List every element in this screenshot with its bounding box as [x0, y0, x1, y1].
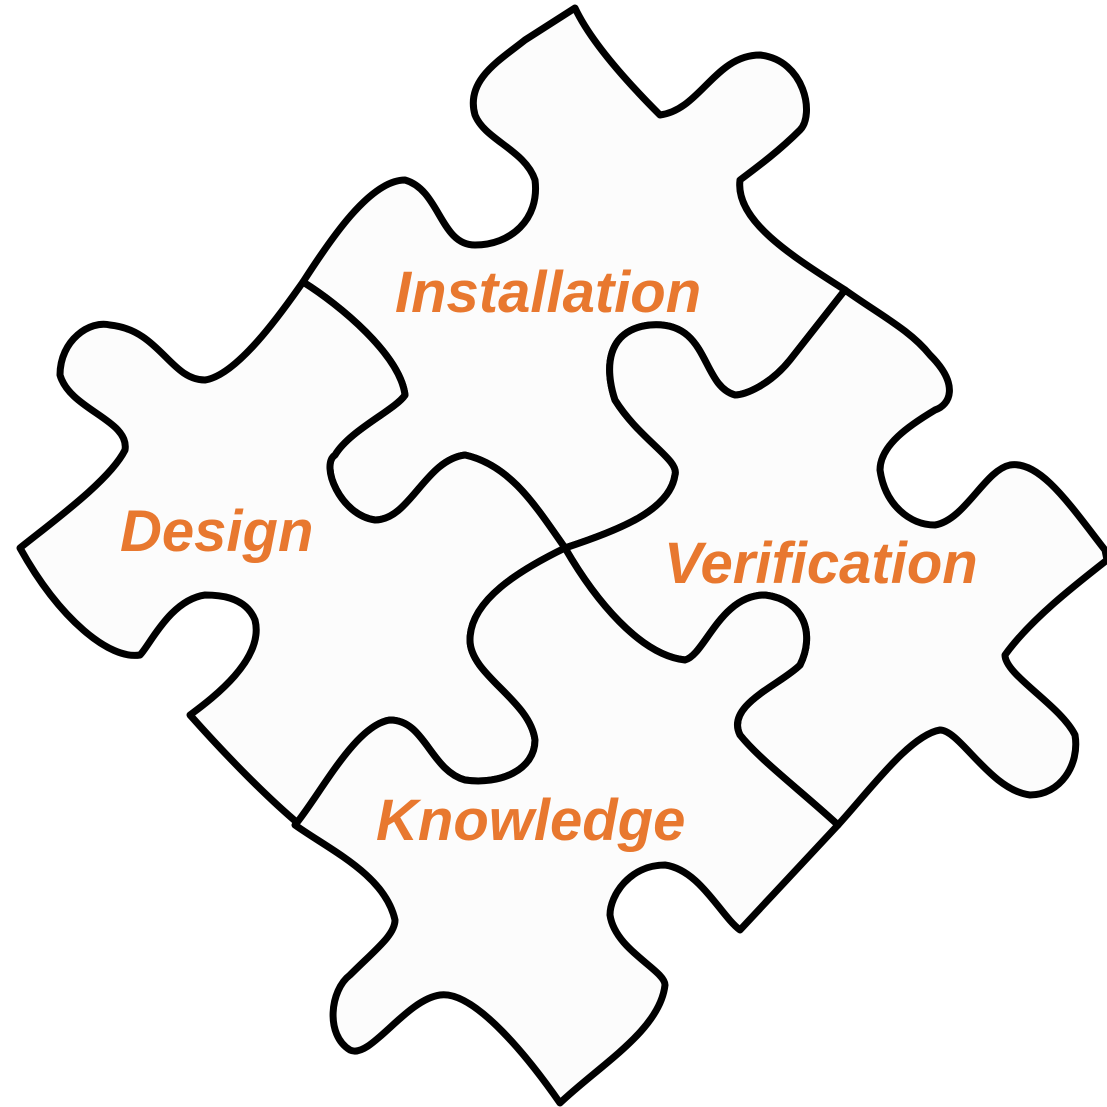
- label-knowledge: Knowledge: [376, 788, 685, 853]
- puzzle-piece-knowledge: [291, 544, 842, 1107]
- label-design: Design: [120, 499, 313, 564]
- label-installation: Installation: [395, 260, 701, 325]
- label-verification: Verification: [664, 531, 978, 596]
- puzzle-piece-verification: [561, 286, 1107, 829]
